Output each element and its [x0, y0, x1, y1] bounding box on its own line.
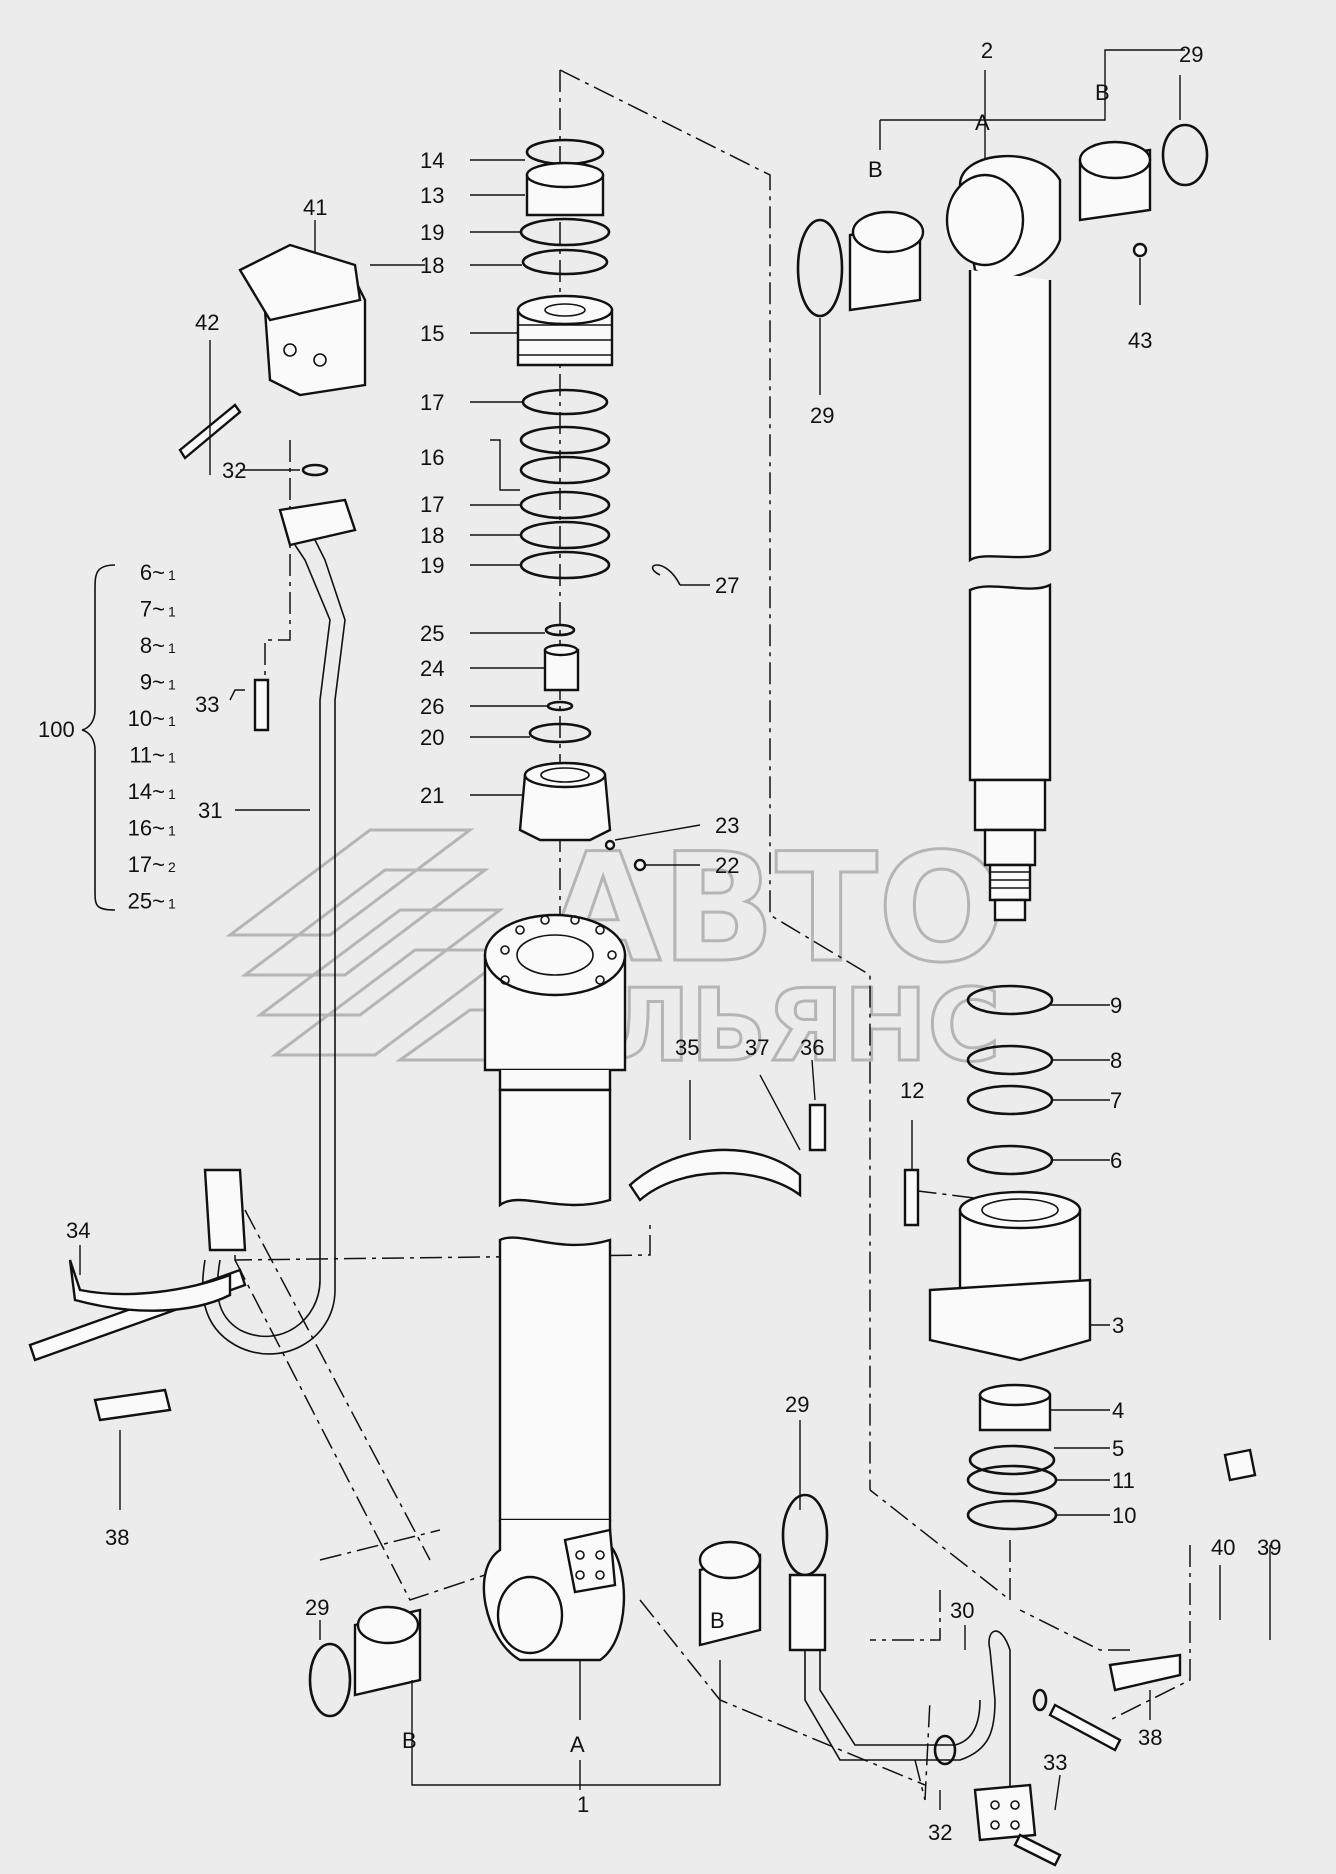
kit-item-part: 7~ [140, 597, 165, 622]
part-label-38-right: 38 [1138, 1725, 1162, 1750]
kit-item-part: 10~ [128, 706, 165, 731]
kit-item-qty: 1 [168, 567, 176, 583]
kit-item-part: 6~ [140, 560, 165, 585]
part-label-43: 43 [1128, 328, 1152, 353]
letter-labels: A B B A B B [402, 80, 1110, 1757]
part-label-19-top: 19 [420, 220, 444, 245]
part-label-17-bottom: 17 [420, 492, 444, 517]
part-label-5: 5 [1112, 1436, 1124, 1461]
part-label-14: 14 [420, 148, 444, 173]
kit-item-qty: 1 [168, 713, 176, 729]
part-label-35: 35 [675, 1035, 699, 1060]
part-label-17-top: 17 [420, 390, 444, 415]
part-label-25: 25 [420, 621, 444, 646]
repair-kit: 100 6~17~18~19~110~111~114~116~117~225~1 [38, 560, 176, 914]
letter-b-bottom-right: B [710, 1608, 725, 1633]
part-label-31: 31 [198, 798, 222, 823]
part-label-29-left: 29 [810, 403, 834, 428]
part-label-38-left: 38 [105, 1525, 129, 1550]
kit-number: 100 [38, 717, 75, 742]
part-label-20: 20 [420, 725, 444, 750]
part-number-labels: 2 29 29 43 14 13 19 18 15 17 16 17 18 19… [66, 38, 1281, 1845]
part-label-4: 4 [1112, 1398, 1124, 1423]
leader-lines [79, 49, 1271, 1811]
part-label-11: 11 [1112, 1468, 1135, 1493]
part-label-24: 24 [420, 656, 444, 681]
bolts [253, 678, 1257, 1867]
kit-item-part: 14~ [128, 779, 165, 804]
part-label-42: 42 [195, 310, 219, 335]
part-label-36: 36 [800, 1035, 824, 1060]
kit-item-qty: 1 [168, 786, 176, 802]
part-label-33-bottom: 33 [1043, 1750, 1067, 1775]
rod-side-rings [903, 984, 1092, 1531]
part-label-27: 27 [715, 573, 739, 598]
kit-item-part: 9~ [140, 670, 165, 695]
kit-item-qty: 1 [168, 823, 176, 839]
parts [28, 49, 1271, 1867]
kit-item-part: 8~ [140, 633, 165, 658]
part-label-15: 15 [420, 321, 444, 346]
letter-a-bottom: A [570, 1732, 585, 1757]
part-label-41: 41 [303, 195, 327, 220]
kit-item-part: 25~ [128, 889, 165, 914]
part-label-13: 13 [420, 183, 444, 208]
part-label-18-top: 18 [420, 253, 444, 278]
letter-b-top-left: B [868, 157, 883, 182]
part-label-26: 26 [420, 694, 444, 719]
kit-item-list: 6~17~18~19~110~111~114~116~117~225~1 [128, 560, 176, 914]
kit-item-qty: 1 [168, 604, 176, 620]
valve-block [178, 243, 367, 460]
part-label-30: 30 [950, 1598, 974, 1623]
kit-item-qty: 1 [168, 640, 176, 656]
kit-item-qty: 2 [168, 859, 176, 875]
part-label-8: 8 [1110, 1048, 1122, 1073]
part-label-29-bottom: 29 [305, 1595, 329, 1620]
kit-item-qty: 1 [168, 677, 176, 693]
part-label-23: 23 [715, 813, 739, 838]
letter-b-top-right: B [1095, 80, 1110, 105]
part-label-33-left: 33 [195, 692, 219, 717]
cylinder-tube [482, 1088, 626, 1662]
kit-item-part: 17~ [128, 852, 165, 877]
letter-a-top: A [975, 110, 990, 135]
part-label-2: 2 [981, 38, 993, 63]
piston-rod [796, 123, 1209, 922]
part-label-6: 6 [1110, 1148, 1122, 1173]
part-label-16: 16 [420, 445, 444, 470]
tube-bushings [308, 1493, 829, 1718]
kit-brace-icon [81, 564, 116, 911]
part-label-9: 9 [1110, 993, 1122, 1018]
part-label-37: 37 [745, 1035, 769, 1060]
part-label-32-top: 32 [222, 458, 246, 483]
part-label-19-bottom: 19 [420, 553, 444, 578]
cylinder-head [483, 913, 627, 1092]
kit-item-qty: 1 [168, 896, 176, 912]
part-label-32-bottom: 32 [928, 1820, 952, 1845]
kit-item-part: 16~ [128, 816, 165, 841]
rod-seal-stack [516, 138, 681, 744]
letter-b-bottom-left: B [402, 1728, 417, 1753]
part-label-29-top: 29 [1179, 42, 1203, 67]
part-label-39: 39 [1257, 1535, 1281, 1560]
part-label-40: 40 [1211, 1535, 1235, 1560]
part-label-18-bottom: 18 [420, 523, 444, 548]
part-label-7: 7 [1110, 1088, 1122, 1113]
pipe-30 [788, 1573, 1037, 1842]
part-label-34: 34 [66, 1218, 90, 1243]
kit-item-part: 11~ [129, 743, 165, 768]
piston-nut [518, 761, 647, 872]
part-label-21: 21 [420, 783, 444, 808]
part-label-22: 22 [715, 853, 739, 878]
part-label-1: 1 [577, 1792, 589, 1817]
part-label-3: 3 [1112, 1313, 1124, 1338]
part-label-10: 10 [1112, 1503, 1136, 1528]
kit-item-qty: 1 [168, 750, 176, 766]
part-label-29-mid: 29 [785, 1392, 809, 1417]
clamps [28, 1148, 1182, 1692]
part-label-12: 12 [900, 1078, 924, 1103]
